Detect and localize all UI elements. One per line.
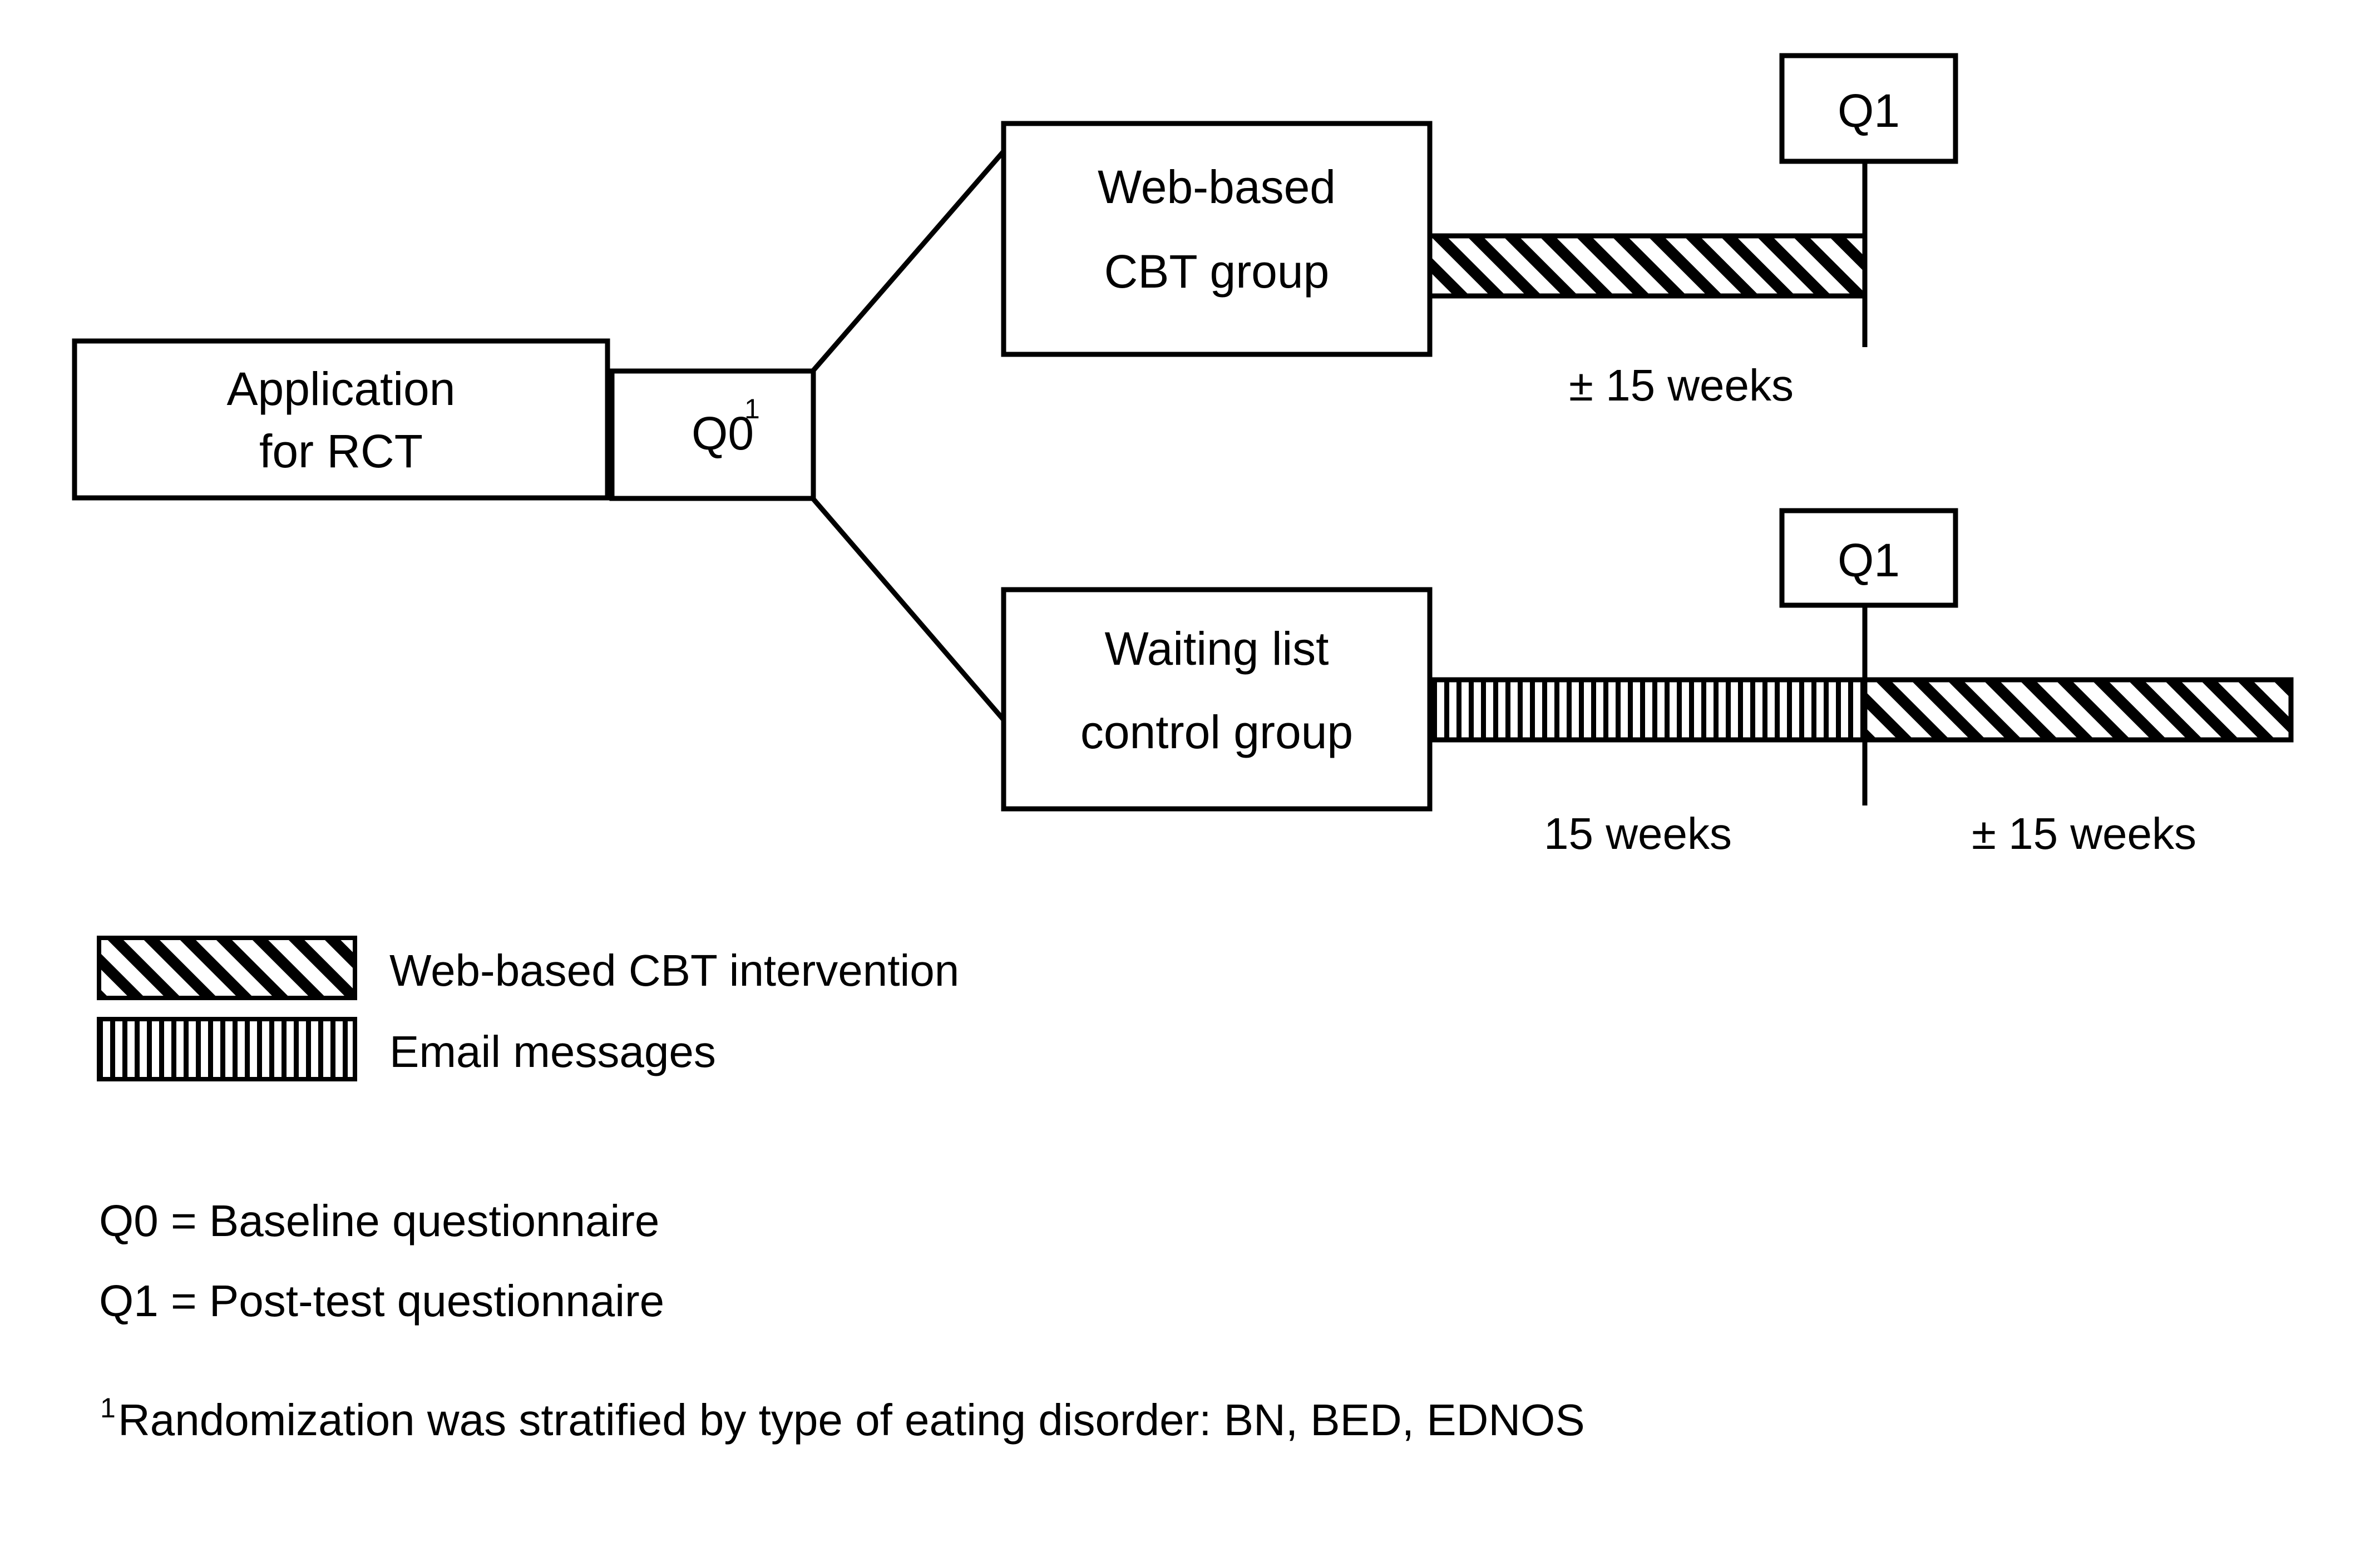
duration-cbt-intervention-top: ± 15 weeks (1569, 360, 1794, 410)
duration-cbt-intervention-bottom: ± 15 weeks (1972, 809, 2196, 858)
node-posttest-top-box (1779, 53, 1958, 164)
footnote-marker: 1 (100, 1392, 116, 1424)
connector-baseline-to-control-group (811, 497, 1006, 721)
node-application-box (72, 338, 610, 501)
node-posttest-bottom-label: Q1 (1838, 534, 1900, 586)
node-baseline-superscript: 1 (744, 393, 760, 424)
connector-baseline-to-cbt-group (811, 150, 1006, 373)
legend-swatch-diagonal-hatch-icon (97, 936, 357, 1000)
duration-waiting-period: 15 weeks (1544, 809, 1732, 858)
node-posttest-bottom-box (1779, 508, 1958, 608)
node-application-line1: Application (227, 363, 456, 415)
bar-cbt-intervention-bottom (1861, 677, 2294, 743)
node-baseline-box (609, 368, 816, 501)
node-control-group-line2: control group (1080, 706, 1353, 758)
node-cbt-group-box (1001, 121, 1433, 357)
legend-label-cbt-intervention: Web-based CBT intervention (389, 946, 959, 995)
node-application-line2: for RCT (259, 425, 423, 477)
node-posttest-top-label: Q1 (1838, 85, 1900, 137)
note-baseline-questionnaire: Q0 = Baseline questionnaire (99, 1196, 659, 1246)
node-baseline-label: Q0 (692, 407, 754, 459)
legend-label-email-messages: Email messages (389, 1027, 716, 1076)
node-cbt-group-line1: Web-based (1098, 161, 1336, 213)
node-cbt-group-line2: CBT group (1104, 245, 1330, 298)
note-posttest-questionnaire: Q1 = Post-test questionnaire (99, 1276, 664, 1326)
footnote-text: Randomization was stratified by type of … (118, 1395, 1585, 1445)
legend-swatch-vertical-hatch-icon (97, 1017, 357, 1081)
bar-cbt-intervention-top (1427, 233, 1868, 299)
node-control-group-box (1001, 587, 1433, 812)
node-control-group-line1: Waiting list (1105, 622, 1329, 675)
